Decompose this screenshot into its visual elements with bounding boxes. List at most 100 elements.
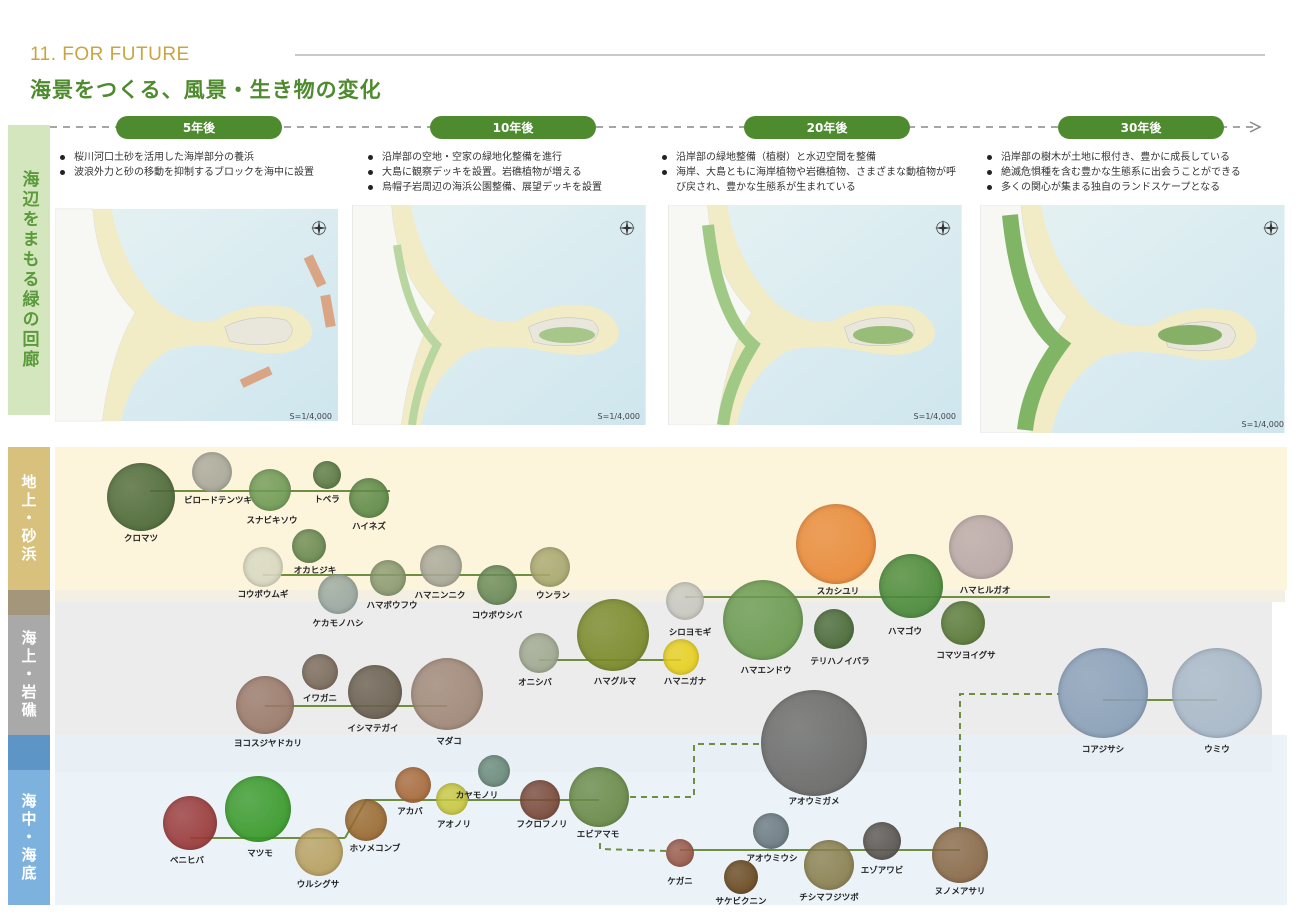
species-photo [666, 839, 694, 867]
species-label: ハマグルマ [593, 677, 637, 687]
species-label: ハマニンニク [414, 591, 466, 601]
species-label: イワガニ [302, 694, 338, 704]
species-photo [724, 860, 758, 894]
species-label: テリハノイバラ [810, 657, 870, 667]
timeline-20-years: 20年後 [744, 116, 910, 139]
species-photo [520, 780, 560, 820]
species-label: シロヨモギ [668, 628, 712, 638]
bullets-20-years: 沿岸部の緑地整備（植樹）と水辺空間を整備 海岸、大島ともに海岸植物や岩礁植物、さ… [660, 150, 960, 195]
timeline-5-years: 5年後 [116, 116, 282, 139]
species-photo [192, 452, 232, 492]
species-label: フクロフノリ [516, 820, 568, 830]
species-photo [530, 547, 570, 587]
species-photo [348, 665, 402, 719]
species-label: ウミウ [1204, 745, 1230, 755]
species-label: オカヒジキ [293, 566, 337, 576]
species-label: サケビクニン [715, 897, 767, 907]
species-label: アオウミウシ [746, 854, 798, 864]
map-10-years: S=1/4,000 [352, 205, 646, 425]
bullets-5-years: 桜川河口土砂を活用した海岸部分の養浜 波浪外力と砂の移動を抑制するブロックを海中… [58, 150, 348, 180]
bullet: 多くの関心が集まる独自のランドスケープとなる [985, 180, 1285, 195]
zone-overlap [8, 735, 50, 770]
species-label: スナビキソウ [246, 516, 298, 526]
species-photo [932, 827, 988, 883]
species-label: チシマフジツボ [799, 893, 859, 903]
species-photo [163, 796, 217, 850]
species-photo [941, 601, 985, 645]
bullet: 桜川河口土砂を活用した海岸部分の養浜 [58, 150, 348, 165]
species-photo [804, 840, 854, 890]
species-label: ハマニガナ [663, 677, 707, 687]
species-photo [292, 529, 326, 563]
timeline-10-years: 10年後 [430, 116, 596, 139]
species-photo [569, 767, 629, 827]
bullet: 沿岸部の空地・空家の緑地化整備を進行 [366, 150, 656, 165]
species-photo [313, 461, 341, 489]
species-photo [370, 560, 406, 596]
species-label: ウルシグサ [296, 880, 340, 890]
bullets-10-years: 沿岸部の空地・空家の緑地化整備を進行 大島に観察デッキを設置。岩礁植物が増える … [366, 150, 656, 195]
species-label: アオウミガメ [788, 797, 840, 807]
bullet: 沿岸部の樹木が土地に根付き、豊かに成長している [985, 150, 1285, 165]
species-label: スカシユリ [816, 587, 860, 597]
page-title: 海景をつくる、風景・生き物の変化 [30, 78, 382, 102]
timeline-30-years: 30年後 [1058, 116, 1224, 139]
species-label: ホソメコンブ [349, 844, 401, 854]
species-photo [863, 822, 901, 860]
species-photo [302, 654, 338, 690]
species-photo [436, 783, 468, 815]
species-photo [349, 478, 389, 518]
map-scale: S=1/4,000 [913, 412, 956, 421]
species-photo [577, 599, 649, 671]
species-label: アオノリ [436, 820, 472, 830]
species-photo [236, 676, 294, 734]
species-label: ハマゴウ [887, 627, 923, 637]
species-photo [796, 504, 876, 584]
species-label: ヌノメアサリ [934, 887, 986, 897]
map-scale: S=1/4,000 [289, 412, 332, 421]
bullet: 絶滅危惧種を含む豊かな生態系に出会うことができる [985, 165, 1285, 180]
species-photo [723, 580, 803, 660]
map-scale: S=1/4,000 [597, 412, 640, 421]
species-photo [295, 828, 343, 876]
corridor-label: 海辺をまもる緑の回廊 [8, 125, 50, 415]
species-photo [814, 609, 854, 649]
bullet: 烏帽子岩周辺の海浜公園整備、展望デッキを設置 [366, 180, 656, 195]
species-label: ケカモノハシ [312, 619, 364, 629]
species-label: マツモ [247, 849, 273, 859]
species-photo [761, 690, 867, 796]
species-label: ハマヒルガオ [959, 586, 1011, 596]
species-photo [225, 776, 291, 842]
species-photo [420, 545, 462, 587]
zone-label-sea: 海中・海底 [8, 770, 50, 905]
bullet: 海岸、大島ともに海岸植物や岩礁植物、さまざまな動植物が呼び戻され、豊かな生態系が… [660, 165, 960, 195]
species-photo [477, 565, 517, 605]
species-label: ハイネズ [352, 522, 386, 532]
species-label: トベラ [314, 495, 340, 505]
species-photo [345, 799, 387, 841]
species-photo [395, 767, 431, 803]
species-label: ハマエンドウ [740, 666, 792, 676]
species-photo [411, 658, 483, 730]
species-label: マダコ [436, 737, 462, 747]
species-label: ハマボウフウ [366, 601, 418, 611]
species-label: ビロードテンツキ [183, 496, 253, 506]
bullet: 沿岸部の緑地整備（植樹）と水辺空間を整備 [660, 150, 960, 165]
species-photo [1058, 648, 1148, 738]
species-photo [519, 633, 559, 673]
species-photo [663, 639, 699, 675]
bullet: 大島に観察デッキを設置。岩礁植物が増える [366, 165, 656, 180]
species-label: イシマテガイ [347, 724, 399, 734]
species-label: ウンラン [535, 591, 571, 601]
species-photo [949, 515, 1013, 579]
species-photo [478, 755, 510, 787]
species-photo [249, 469, 291, 511]
species-label: カヤモノリ [455, 791, 499, 801]
species-photo [753, 813, 789, 849]
zone-overlap [8, 590, 50, 615]
species-label: ヨコスジヤドカリ [233, 739, 303, 749]
species-photo [318, 574, 358, 614]
zone-label-land: 地上・砂浜 [8, 447, 50, 590]
header-divider [295, 54, 1265, 56]
